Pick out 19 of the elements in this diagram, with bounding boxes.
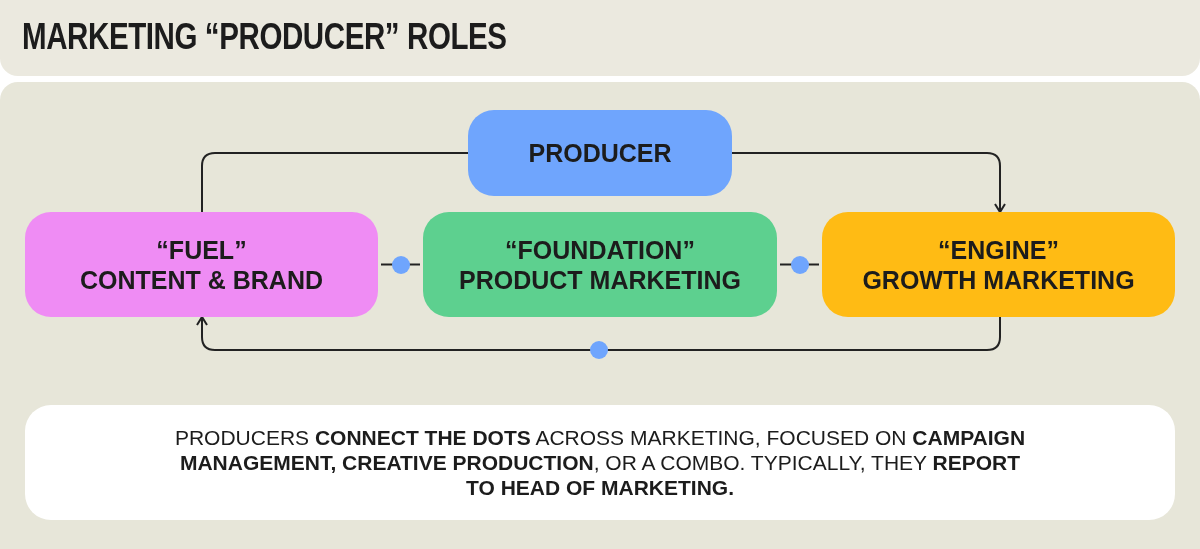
role-label: “ENGINE” (938, 234, 1059, 265)
role-box (822, 212, 1175, 317)
connector-line (201, 152, 469, 213)
arrow (731, 152, 1006, 213)
note-card (25, 405, 1175, 520)
role-label: “FUEL” (156, 234, 247, 265)
connector-line (380, 263, 421, 266)
arrow (196, 316, 1001, 351)
role-label: CONTENT & BRAND (79, 264, 323, 295)
note-text: PRODUCERS CONNECT THE DOTS ACROSS MARKETING, FOCUSED ON CAMPAIGN MANAGEMENT, CREATIVE PRODUCTION, OR A COMBO. TYPICALLY, THEY REPORT TO HEAD OF MARKETING. (173, 424, 1027, 501)
role-box (25, 212, 378, 317)
role-label: “FOUNDATION” (505, 234, 695, 265)
role-box (423, 212, 777, 317)
title: MARKETING “PRODUCER” ROLES (22, 16, 507, 58)
role-label: PRODUCT MARKETING (459, 264, 741, 295)
role-label: PRODUCER (528, 138, 672, 168)
role-box (468, 110, 732, 196)
role-label: GROWTH MARKETING (862, 264, 1135, 295)
connector-line (779, 263, 820, 266)
